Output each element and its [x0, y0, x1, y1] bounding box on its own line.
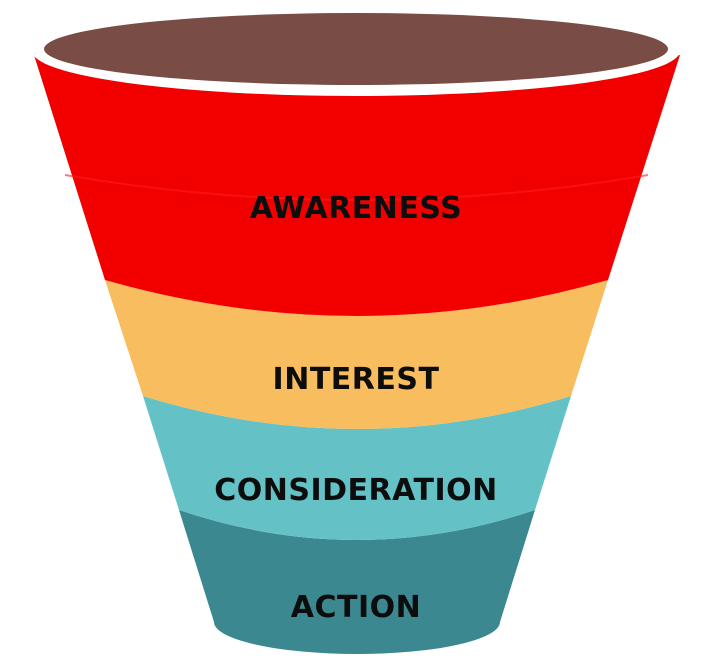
funnel-stage-interest-label: INTEREST	[273, 362, 440, 397]
funnel-stage-interest-band	[105, 280, 608, 429]
funnel-stage-consideration-label: CONSIDERATION	[214, 473, 498, 508]
funnel-stage-awareness-label: AWARENESS	[250, 191, 462, 226]
funnel-stage-consideration-band	[143, 396, 571, 540]
funnel-rim-opening	[44, 13, 668, 85]
funnel-stage-action-band	[179, 510, 535, 654]
funnel-stage-action-label: ACTION	[291, 590, 421, 625]
funnel-awareness-seam	[64, 174, 649, 201]
funnel-stage-awareness-band	[34, 55, 680, 316]
